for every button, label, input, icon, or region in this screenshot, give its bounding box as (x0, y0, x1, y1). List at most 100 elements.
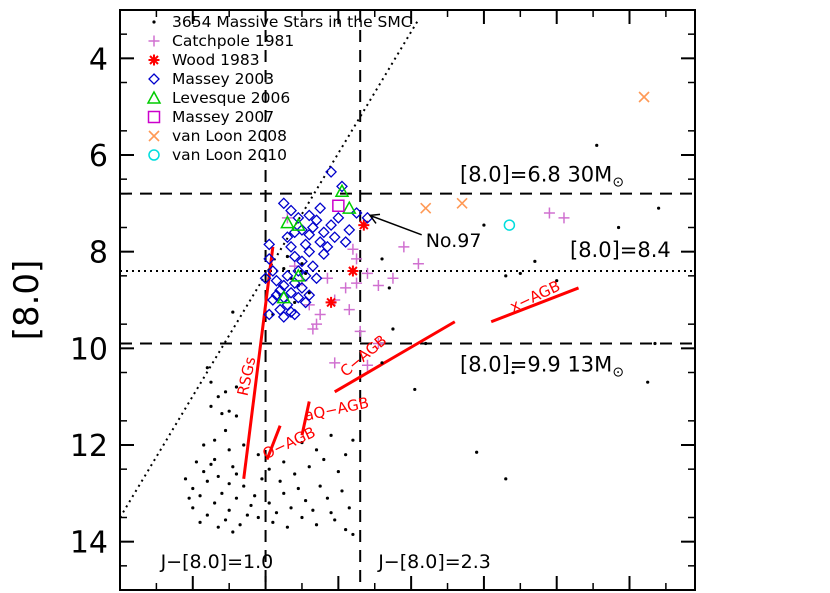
data-point (533, 259, 537, 263)
data-point (282, 460, 286, 464)
data-point (347, 265, 359, 277)
data-point (296, 281, 308, 294)
data-point (291, 217, 306, 231)
data-point (340, 282, 352, 294)
data-point (245, 513, 249, 517)
data-point (646, 380, 650, 384)
annotation-arrow (369, 214, 422, 236)
data-point (638, 91, 650, 103)
legend-label: Levesque 2006 (172, 89, 290, 107)
data-point (300, 440, 304, 445)
series-triangle (276, 183, 357, 304)
data-point (351, 438, 355, 442)
data-point (334, 183, 350, 197)
data-point (351, 532, 355, 537)
data-point (558, 212, 570, 224)
data-point (321, 272, 333, 284)
data-point (343, 304, 355, 316)
data-point (202, 443, 206, 447)
data-point (325, 496, 330, 500)
data-point (292, 265, 305, 277)
data-point (329, 511, 333, 515)
evolution-track-line (490, 286, 580, 324)
data-point (266, 265, 279, 277)
data-point (504, 477, 508, 481)
data-point (231, 465, 235, 469)
evolution-track-line (300, 401, 311, 436)
data-point (285, 286, 297, 299)
data-point (234, 472, 239, 476)
data-point (288, 308, 301, 321)
data-point (616, 225, 621, 230)
data-point (293, 300, 297, 305)
legend-label: van Loon 2008 (172, 127, 287, 145)
legend-label: Massey 2003 (172, 70, 274, 88)
data-point (543, 207, 555, 219)
data-point (267, 501, 271, 505)
data-point (209, 462, 213, 466)
data-point (653, 341, 657, 346)
data-point (238, 523, 242, 527)
data-point (187, 496, 191, 500)
data-point (281, 269, 294, 282)
data-point (299, 238, 312, 251)
data-point (300, 515, 304, 520)
data-point (249, 503, 253, 508)
series-circle (503, 219, 516, 231)
data-point (351, 253, 363, 265)
data-point (242, 443, 246, 447)
data-point (296, 255, 308, 268)
data-point (282, 491, 286, 495)
data-point (205, 513, 209, 517)
data-point (213, 457, 217, 462)
data-point (223, 390, 228, 394)
data-point (325, 165, 337, 178)
data-point (198, 520, 202, 524)
legend-marker (148, 130, 160, 142)
data-point (350, 207, 363, 219)
evolution-track-line (265, 425, 282, 461)
data-point (332, 199, 345, 212)
data-point (231, 530, 235, 534)
data-point (332, 211, 345, 224)
data-point (183, 477, 188, 481)
data-point (266, 294, 279, 306)
data-point (277, 310, 290, 323)
data-point (307, 323, 319, 335)
data-point (191, 506, 195, 510)
data-point (289, 506, 293, 510)
data-point (420, 202, 432, 214)
data-point (271, 520, 275, 524)
data-point (351, 277, 363, 289)
data-point (336, 469, 340, 474)
data-point (281, 231, 294, 244)
data-point (518, 271, 522, 276)
data-point (288, 250, 301, 263)
data-point (325, 219, 337, 232)
data-point (303, 289, 316, 302)
data-point (325, 296, 337, 308)
data-point (267, 467, 271, 471)
data-point (216, 474, 220, 479)
evolution-track-line (242, 246, 275, 480)
data-point (293, 472, 297, 476)
y-axis-label: [8.0] (7, 260, 47, 341)
data-point (303, 245, 316, 258)
data-point (274, 511, 279, 515)
data-point (234, 385, 239, 389)
data-point (344, 527, 348, 532)
data-point (329, 433, 333, 437)
data-point (299, 269, 312, 282)
data-point (276, 290, 292, 304)
data-point (205, 479, 209, 483)
reference-line-label: [8.0]=8.4 (570, 238, 671, 262)
data-point (209, 404, 213, 408)
data-point (223, 428, 228, 433)
evolution-track-label: x−AGB (507, 277, 563, 316)
data-point (223, 518, 228, 522)
legend-label: Massey 2007 (172, 108, 274, 126)
data-point (304, 498, 308, 503)
star-annotation: No.97 (426, 230, 482, 252)
data-point (231, 310, 235, 314)
legend-label: Catchpole 1981 (172, 32, 294, 50)
